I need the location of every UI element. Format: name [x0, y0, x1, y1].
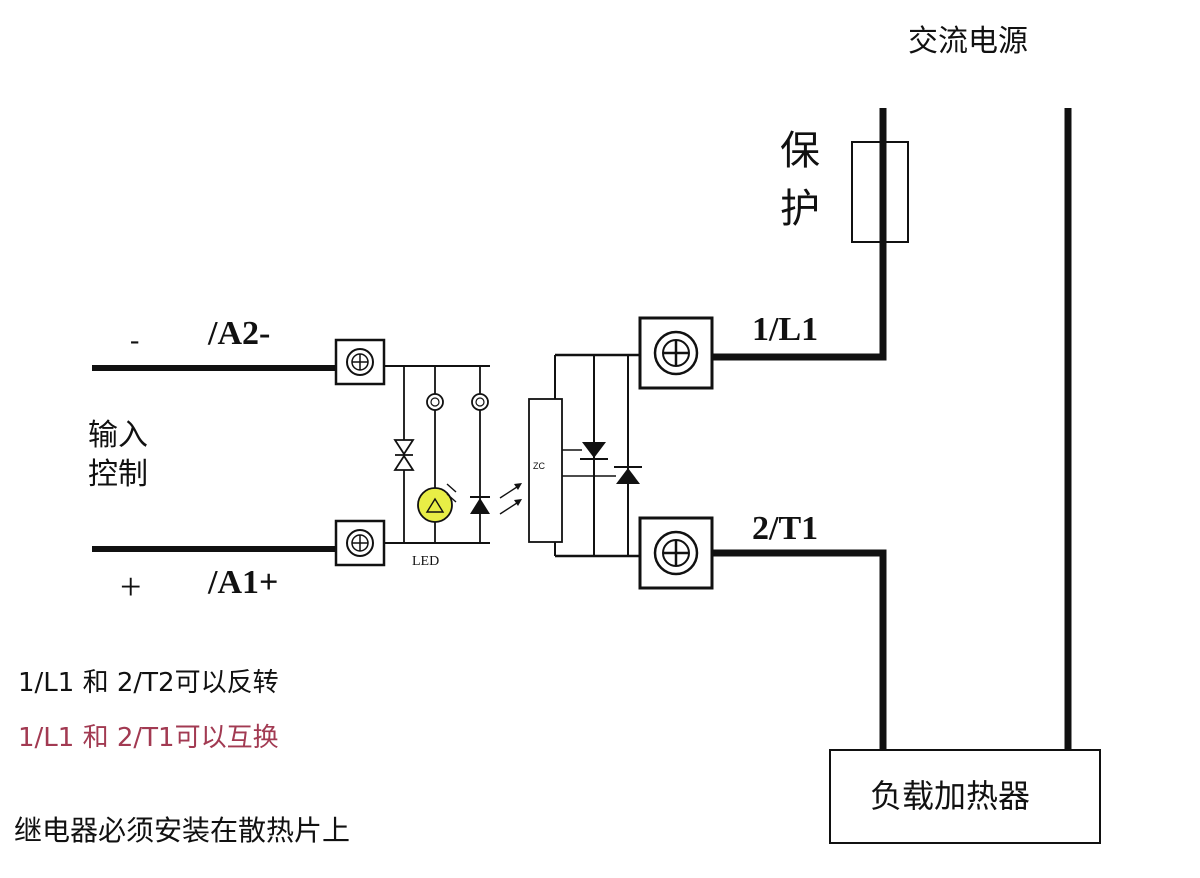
- zc-label: ZC: [533, 461, 545, 471]
- zero-cross-block: [528, 398, 563, 543]
- protection-label-line1: 保: [780, 128, 820, 174]
- led-label: LED: [412, 554, 440, 569]
- minus-sign-label: -: [130, 325, 140, 356]
- load-heater-label: 负载加热器: [870, 777, 1031, 815]
- a2-screw-terminal: [334, 338, 386, 386]
- protection-label-line2: 护: [780, 186, 820, 232]
- l1-power-wire: [712, 240, 887, 361]
- l1-terminal-label: 1/L1: [752, 311, 819, 348]
- led-indicator: [417, 487, 453, 543]
- current-limiter-2: [471, 366, 489, 543]
- a1-screw-terminal: [334, 519, 386, 567]
- input-control-label-line2: 控制: [88, 457, 148, 492]
- t1-terminal-label: 2/T1: [752, 510, 819, 547]
- input-diode-branch: [393, 366, 415, 543]
- a2-terminal-label: /A2-: [208, 315, 271, 352]
- note-swap: 1/L1 和 2/T1可以互换: [18, 723, 279, 753]
- load-heater-box: [829, 749, 1101, 844]
- a1-terminal-label: /A1+: [208, 564, 279, 601]
- ac-power-label: 交流电源: [908, 24, 1028, 59]
- current-limiter-1: [426, 366, 444, 488]
- output-thyristor-network: [554, 353, 642, 558]
- light-coupling-arrows: [499, 483, 522, 515]
- note-reverse: 1/L1 和 2/T2可以反转: [18, 668, 279, 698]
- l1-screw-terminal: [638, 316, 714, 390]
- note-heatsink: 继电器必须安装在散热片上: [14, 814, 351, 847]
- plus-sign-label: +: [120, 566, 142, 608]
- input-control-label-line1: 输入: [88, 418, 148, 453]
- t1-screw-terminal: [638, 516, 714, 590]
- opto-emitter-diode: [446, 483, 490, 514]
- t1-load-wire: [712, 549, 887, 750]
